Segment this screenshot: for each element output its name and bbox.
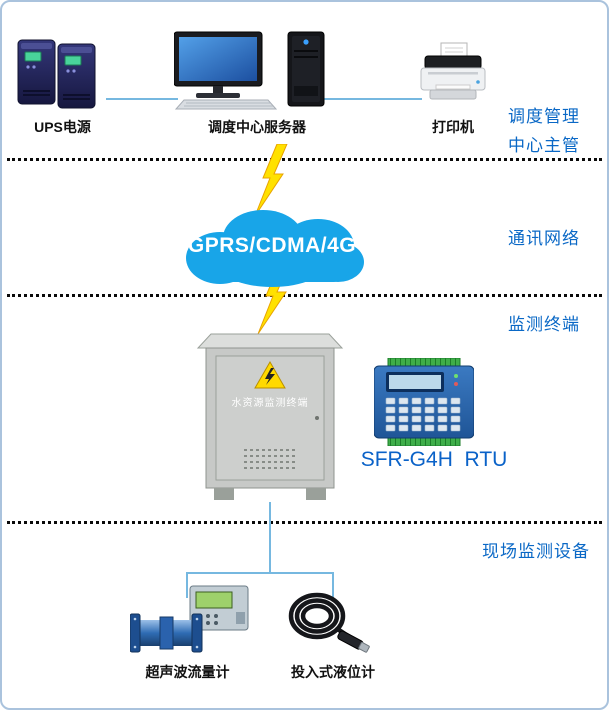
printer-label: 打印机 [432, 119, 474, 135]
connector-line [332, 572, 334, 598]
dispatch-side-label-line2: 中心主管 [508, 136, 580, 155]
level-gauge-label: 投入式液位计 [291, 664, 375, 680]
connector-line [186, 572, 188, 598]
dotted-separator-1 [7, 158, 602, 161]
dotted-separator-3 [7, 521, 602, 524]
cabinet-icon [196, 330, 344, 502]
dispatch-side-label-line1: 调度管理 [508, 107, 580, 126]
connector-line [322, 98, 422, 100]
rtu-label: SFR-G4H RTU [360, 448, 508, 471]
cloud-icon [168, 202, 376, 290]
printer-icon [418, 42, 488, 104]
dispatch-side-label: 调度管理 中心主管 [490, 102, 598, 160]
connector-line [269, 502, 271, 574]
cloud-label: GPRS/CDMA/4G [187, 234, 357, 257]
ups-icon [16, 38, 111, 110]
level-gauge-icon [285, 586, 375, 658]
flowmeter-icon [130, 584, 255, 659]
server-icon [174, 30, 334, 110]
lightning-icon-top [253, 144, 289, 218]
terminal-side-label: 监测终端 [508, 315, 580, 334]
dotted-separator-2 [7, 294, 602, 297]
connector-line [106, 98, 178, 100]
cabinet-label: 水资源监测终端 [231, 398, 309, 409]
flowmeter-label: 超声波流量计 [145, 664, 230, 680]
ups-label: UPS电源 [34, 119, 91, 135]
connector-line [186, 572, 334, 574]
rtu-icon [374, 358, 474, 446]
server-label: 调度中心服务器 [208, 119, 306, 135]
network-side-label: 通讯网络 [508, 229, 580, 248]
field-side-label: 现场监测设备 [482, 542, 590, 561]
